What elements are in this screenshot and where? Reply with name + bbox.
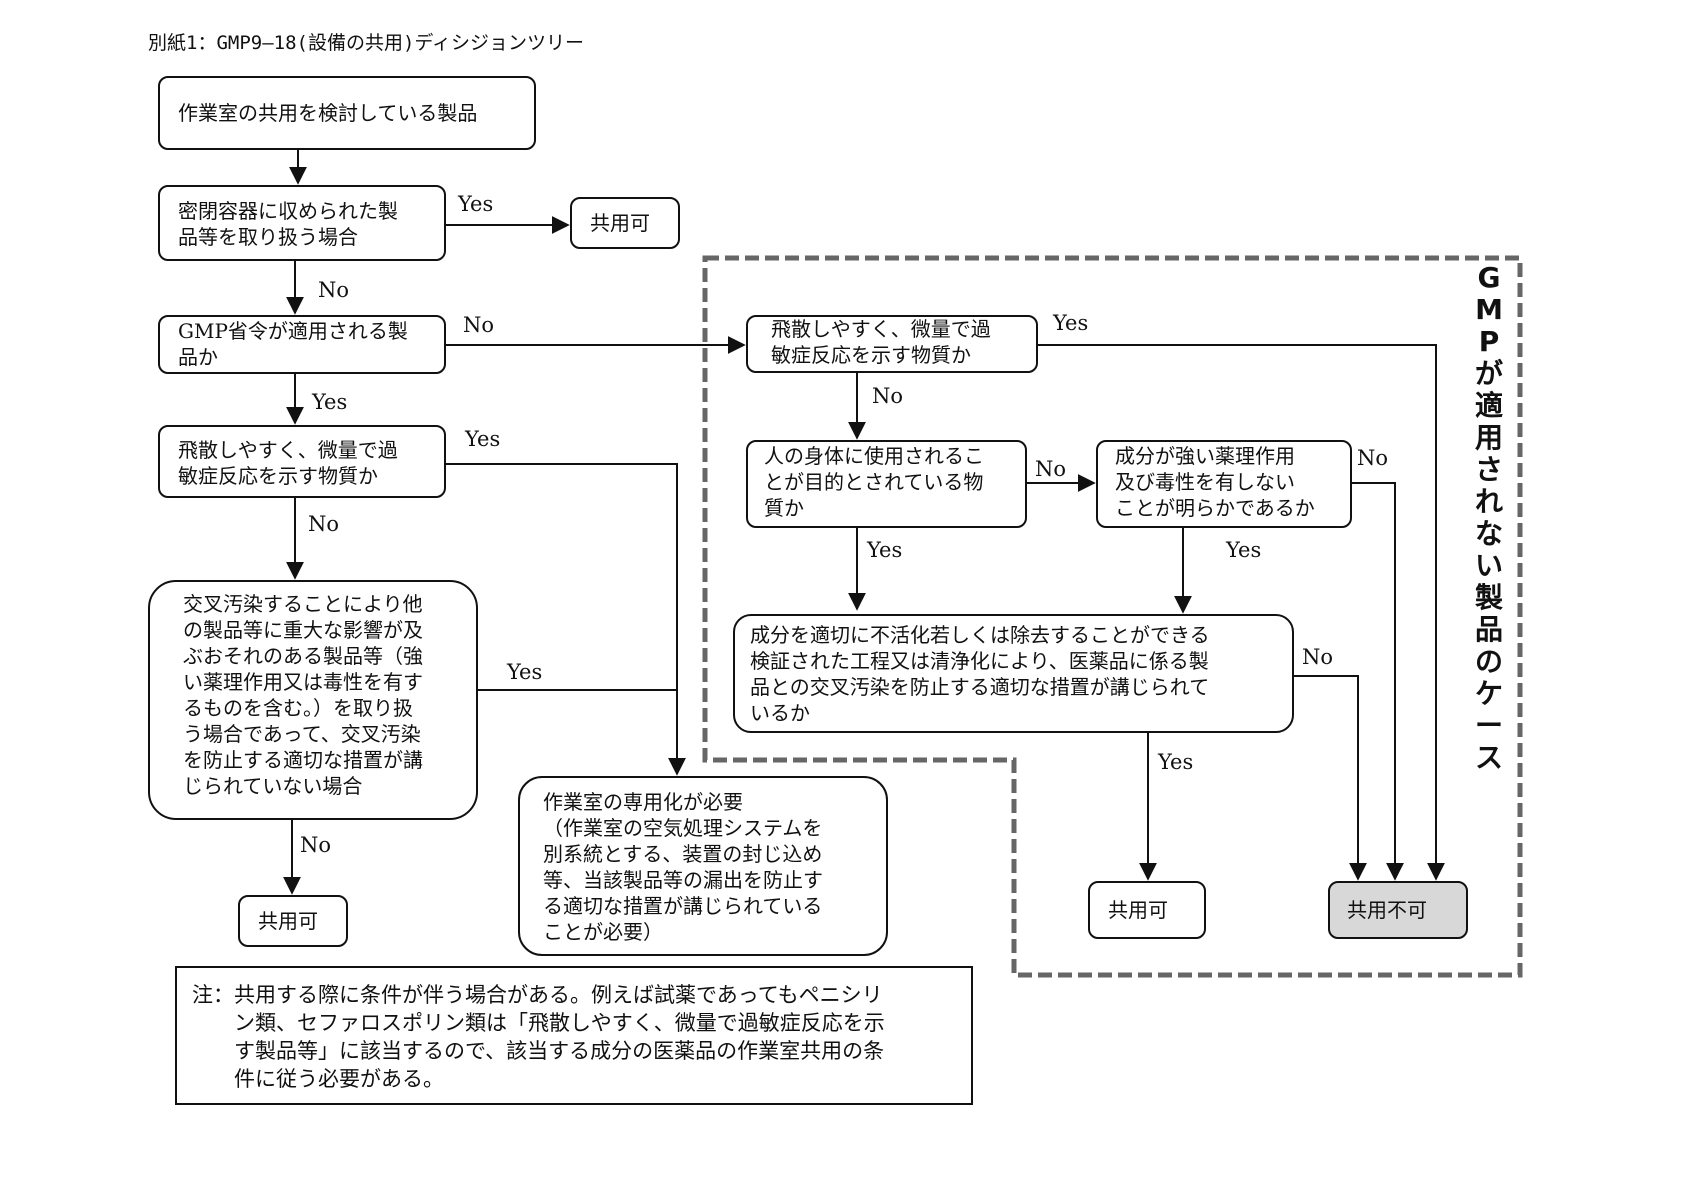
- scatter-question-right-label: 飛散しやすく、微量で過 敏症反応を示す物質か: [771, 317, 991, 367]
- share-not-allowed-node-label: 共用不可: [1347, 898, 1427, 922]
- edge-label-sealed-yes: Yes: [458, 192, 494, 216]
- edge-label-potent-no: No: [1357, 446, 1389, 470]
- share-not-allowed-node: [1328, 881, 1468, 939]
- edge-label-inactivate-no: No: [1302, 645, 1334, 669]
- arrow-scatter-right-yes: [1038, 344, 1445, 881]
- edge-label-sealed-no: No: [318, 278, 350, 302]
- share-ok-node-left-label: 共用可: [258, 909, 318, 933]
- share-ok-node-left: [238, 895, 348, 947]
- edge-label-cross-yes: Yes: [507, 660, 543, 684]
- edge-label-gmp-no: No: [463, 313, 495, 337]
- note-box: [175, 966, 973, 1105]
- edge-label-cross-no: No: [300, 833, 332, 857]
- edge-label-gmp-yes: Yes: [312, 390, 348, 414]
- note-text: 注：共用する際に条件が伴う場合がある。例えば試薬であってもペニシリ ン類、セファ…: [192, 983, 885, 1091]
- share-ok-node-top: [570, 197, 680, 249]
- inactivation-question: [733, 614, 1294, 733]
- scatter-question-left: [158, 425, 446, 498]
- edge-label-scatter-left-no: No: [308, 512, 340, 536]
- sealed-container-question-label: 密閉容器に収められた製 品等を取り扱う場合: [178, 199, 398, 249]
- potent-toxicity-question: [1096, 440, 1352, 528]
- edge-label-scatter-left-yes: Yes: [465, 427, 501, 451]
- scatter-question-right: [746, 315, 1038, 373]
- arrow-scatter-left-yes: [445, 463, 686, 776]
- share-ok-node-right-label: 共用可: [1108, 898, 1168, 922]
- dedicated-room-required-node: [518, 776, 888, 956]
- dedicated-room-required-label: 作業室の専用化が必要 （作業室の空気処理システムを 別系統とする、装置の封じ込め…: [543, 790, 823, 944]
- human-use-question-label: 人の身体に使用されるこ とが目的とされている物 質か: [764, 444, 984, 520]
- cross-contamination-question: [148, 580, 478, 820]
- human-use-question: [746, 440, 1027, 528]
- gmp-applied-question-label: GMP省令が適用される製 品か: [178, 319, 408, 369]
- edge-label-human-yes: Yes: [867, 538, 903, 562]
- arrow-potent-no: [1352, 482, 1404, 881]
- start-node: [158, 76, 536, 150]
- cross-contamination-question-label: 交叉汚染することにより他 の製品等に重大な影響が及 ぶおそれのある製品等（強 い…: [183, 592, 423, 798]
- edge-label-potent-yes: Yes: [1226, 538, 1262, 562]
- gmp-not-applied-region: [702, 255, 1523, 978]
- edge-label-inactivate-yes: Yes: [1158, 750, 1194, 774]
- page-title: 別紙1：GMP9―18(設備の共用)ディシジョンツリー: [148, 32, 585, 54]
- share-ok-node-right: [1088, 881, 1206, 939]
- edge-label-scatter-right-yes: Yes: [1053, 311, 1089, 335]
- gmp-not-applied-region-label: GMPが適用されない製品のケース: [1474, 261, 1503, 774]
- edge-label-scatter-right-no: No: [872, 384, 904, 408]
- gmp-applied-question: [158, 315, 446, 374]
- inactivation-question-label: 成分を適切に不活化若しくは除去することができる 検証された工程又は清浄化により、…: [750, 623, 1210, 725]
- edge-label-human-no: No: [1035, 457, 1067, 481]
- scatter-question-left-label: 飛散しやすく、微量で過 敏症反応を示す物質か: [178, 438, 398, 488]
- share-ok-node-top-label: 共用可: [590, 211, 650, 235]
- arrow-inactivate-no: [1294, 675, 1367, 881]
- potent-toxicity-question-label: 成分が強い薬理作用 及び毒性を有しない ことが明らかであるか: [1115, 444, 1315, 520]
- start-node-label: 作業室の共用を検討している製品: [178, 101, 478, 125]
- sealed-container-question: [158, 185, 446, 261]
